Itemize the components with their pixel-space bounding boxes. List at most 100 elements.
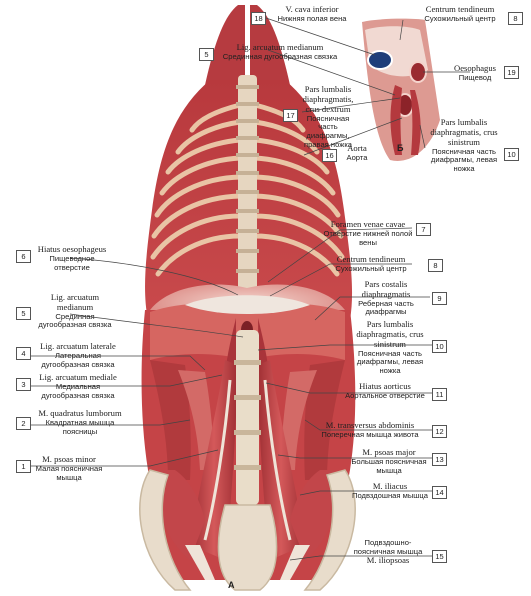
central-tendon bbox=[185, 295, 310, 314]
label-russian: Подвздошная мышца bbox=[352, 490, 428, 500]
label-russian: Поясничная часть диафрагмы, левая ножка bbox=[430, 146, 498, 174]
figure-letter-inset: Б bbox=[397, 143, 404, 153]
label-russian: Аорта bbox=[346, 152, 368, 162]
label-latin: Lig. arcuatum mediale bbox=[39, 372, 117, 382]
label-latin: Centrum tendineum bbox=[425, 4, 495, 14]
label-m-iliacus: M. iliacus Подвздошная мышца bbox=[352, 481, 428, 501]
label-number-12: 12 bbox=[432, 425, 447, 438]
label-hiatus-aorticus: Hiatus aorticus Аортальное отверстие bbox=[342, 381, 428, 401]
label-latin: Foramen venae cavae bbox=[330, 219, 406, 229]
label-latin: Pars lumbalis diaphragmatis, crus sinist… bbox=[356, 319, 424, 349]
label-russian: Пищеводное отверстие bbox=[49, 253, 95, 272]
inset-vena-cava-opening bbox=[367, 50, 393, 70]
label-latin: Lig. arcuatum medianum bbox=[50, 292, 100, 312]
label-latin: Lig. arcuatum medianum bbox=[236, 42, 324, 52]
label-russian: Пищевод bbox=[458, 72, 492, 82]
label-russian: Латеральная дугообразная связка bbox=[41, 350, 115, 369]
psoas-minor bbox=[203, 379, 292, 541]
label-russian: Аортальное отверстие bbox=[345, 390, 425, 400]
label-aorta: Aorta Аорта bbox=[337, 143, 377, 163]
label-number-6: 6 bbox=[16, 250, 31, 263]
label-number-3: 3 bbox=[16, 378, 31, 391]
pelvis bbox=[139, 469, 356, 591]
label-russian: Срединная дугообразная связка bbox=[222, 51, 338, 61]
label-russian: Нижняя полая вена bbox=[277, 13, 347, 23]
label-foramen-venae-cavae: Foramen venae cavae Отверстие нижней пол… bbox=[322, 219, 414, 247]
iliacus bbox=[156, 470, 339, 560]
label-latin: Hiatus oesophageus bbox=[37, 244, 107, 254]
label-crus-sinistrum-inset: Pars lumbalis diaphragmatis, crus sinist… bbox=[426, 117, 502, 174]
label-m-psoas-minor: M. psoas minor Малая поясничная мышца bbox=[32, 454, 106, 482]
label-m-quadratus-lumborum: M. quadratus lumborum Квадратная мышца п… bbox=[32, 408, 128, 436]
label-m-iliopsoas: Подвздошно-поясничная мышца M. iliopsoas bbox=[348, 538, 428, 566]
label-number-5: 5 bbox=[16, 307, 31, 320]
label-russian: Квадратная мышца поясницы bbox=[45, 417, 115, 436]
label-m-psoas-major: M. psoas major Большая поясничная мышца bbox=[350, 447, 428, 475]
label-russian: Сухожильный центр bbox=[424, 13, 496, 23]
label-number-5: 5 bbox=[199, 48, 214, 61]
label-lig-arcuatum-laterale: Lig. arcuatum laterale Латеральная дугоо… bbox=[32, 341, 124, 369]
label-number-1: 1 bbox=[16, 460, 31, 473]
label-number-7: 7 bbox=[416, 223, 431, 236]
label-russian: Отверстие нижней полой вены bbox=[323, 228, 413, 247]
label-centrum-tendineum: Centrum tendineum Сухожильный центр bbox=[326, 254, 416, 274]
label-number-17: 17 bbox=[283, 109, 298, 122]
label-latin: Lig. arcuatum laterale bbox=[40, 341, 116, 351]
label-lig-arcuatum-mediale: Lig. arcuatum mediale Медиальная дугообр… bbox=[32, 372, 124, 400]
label-russian: Малая поясничная мышца bbox=[35, 463, 103, 482]
label-number-10: 10 bbox=[432, 340, 447, 353]
label-russian: Большая поясничная мышца bbox=[351, 456, 427, 475]
label-latin: M. psoas major bbox=[362, 447, 416, 457]
side-muscles bbox=[150, 360, 345, 480]
label-number-10: 10 bbox=[504, 148, 519, 161]
label-latin: M. psoas minor bbox=[42, 454, 96, 464]
label-latin: Pars costalis diaphragmatis bbox=[361, 279, 411, 299]
label-russian: Поперечная мышца живота bbox=[321, 429, 419, 439]
label-latin: M. iliacus bbox=[372, 481, 408, 491]
label-number-8: 8 bbox=[508, 12, 523, 25]
label-hiatus-oesophageus: Hiatus oesophageus Пищеводное отверстие bbox=[32, 244, 112, 272]
label-number-19: 19 bbox=[504, 66, 519, 79]
label-lig-arcuatum-medianum-inset: Lig. arcuatum medianum Срединная дугообр… bbox=[215, 42, 345, 62]
ribs bbox=[150, 102, 345, 277]
label-latin: Pars lumbalis diaphragmatis, crus dextru… bbox=[302, 84, 354, 114]
label-russian: Поясничная часть диафрагмы, правая ножка bbox=[303, 113, 353, 149]
label-latin: Oesophagus bbox=[453, 63, 496, 73]
label-number-4: 4 bbox=[16, 347, 31, 360]
label-latin: Aorta bbox=[347, 143, 367, 153]
label-number-18: 18 bbox=[251, 12, 266, 25]
label-number-9: 9 bbox=[432, 292, 447, 305]
label-number-15: 15 bbox=[432, 550, 447, 563]
label-lig-arcuatum-medianum: Lig. arcuatum medianum Срединная дугообр… bbox=[32, 292, 118, 330]
label-latin: Centrum tendineum bbox=[336, 254, 406, 264]
label-number-8: 8 bbox=[428, 259, 443, 272]
label-latin: M. transversus abdominis bbox=[325, 420, 415, 430]
label-russian: Реберная часть диафрагмы bbox=[358, 298, 414, 317]
vertebral-column bbox=[236, 75, 259, 290]
label-crus-sinistrum: Pars lumbalis diaphragmatis, crus sinist… bbox=[350, 319, 430, 376]
label-russian: Срединная дугообразная связка bbox=[38, 311, 112, 330]
label-latin: V. cava inferior bbox=[285, 4, 339, 14]
label-russian: Медиальная дугообразная связка bbox=[41, 381, 115, 400]
label-latin: M. iliopsoas bbox=[366, 555, 410, 566]
label-russian: Подвздошно-поясничная мышца bbox=[353, 538, 423, 556]
leader-lines bbox=[28, 17, 470, 561]
label-russian: Сухожильный центр bbox=[335, 263, 407, 273]
label-number-2: 2 bbox=[16, 417, 31, 430]
label-m-transversus-abdominis: M. transversus abdominis Поперечная мышц… bbox=[312, 420, 428, 440]
label-latin: M. quadratus lumborum bbox=[38, 408, 122, 418]
label-crus-dextrum: Pars lumbalis diaphragmatis, crus dextru… bbox=[298, 84, 358, 150]
label-v-cava-inferior: V. cava inferior Нижняя полая вена bbox=[266, 4, 358, 24]
figure-letter-main: А bbox=[228, 580, 235, 590]
label-centrum-tendineum-inset: Centrum tendineum Сухожильный центр bbox=[412, 4, 508, 24]
label-oesophagus: Oesophagus Пищевод bbox=[446, 63, 504, 83]
label-pars-costalis: Pars costalis diaphragmatis Реберная час… bbox=[348, 279, 424, 317]
lumbar-spine bbox=[234, 330, 261, 505]
label-latin: Hiatus aorticus bbox=[359, 381, 411, 391]
label-number-11: 11 bbox=[432, 388, 447, 401]
label-number-14: 14 bbox=[432, 486, 447, 499]
label-number-16: 16 bbox=[322, 149, 337, 162]
label-latin: Pars lumbalis diaphragmatis, crus sinist… bbox=[430, 117, 498, 147]
label-russian: Поясничная часть диафрагмы, левая ножка bbox=[356, 348, 424, 376]
label-number-13: 13 bbox=[432, 453, 447, 466]
